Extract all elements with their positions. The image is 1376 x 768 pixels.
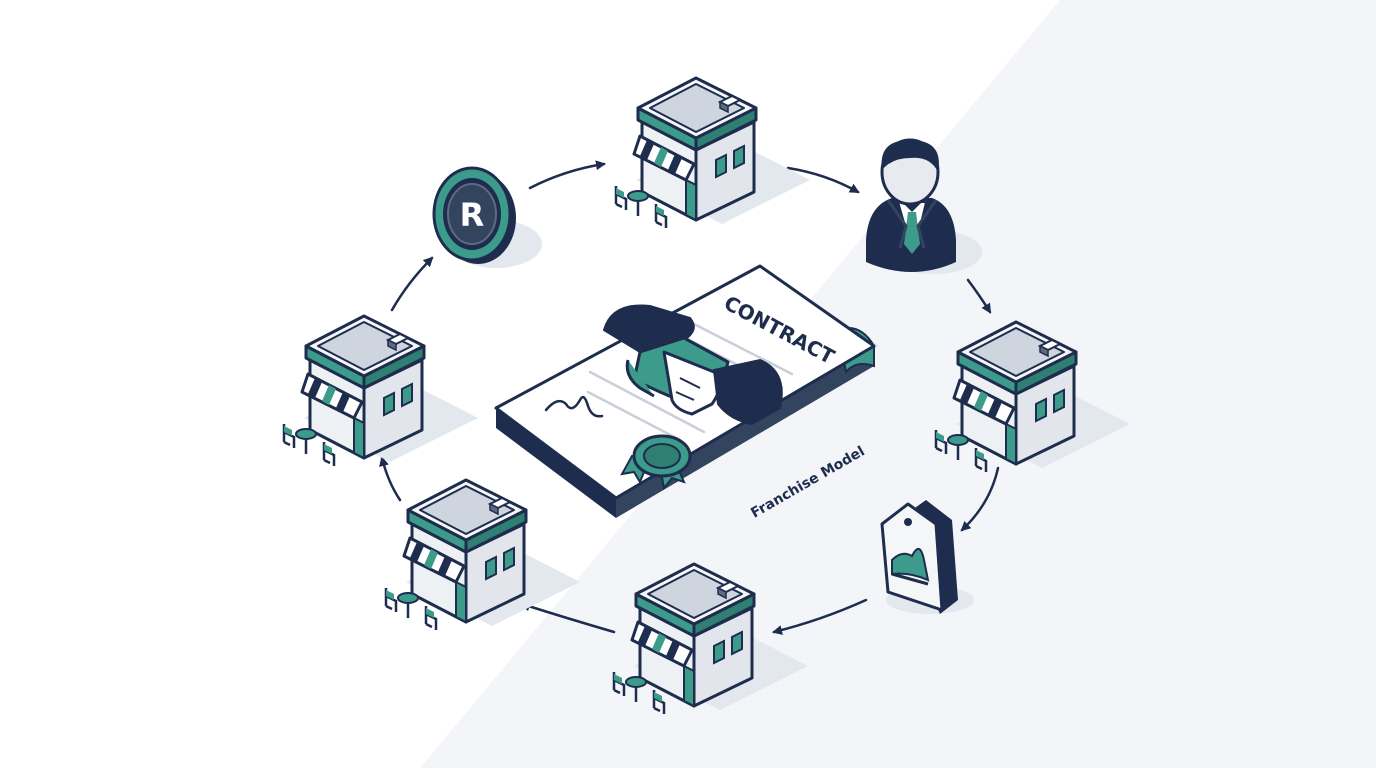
storefront-top (614, 76, 812, 230)
storefront-left (282, 314, 480, 468)
franchisee-person-icon (866, 138, 982, 274)
arrow-person-to-store (966, 278, 992, 314)
royalty-coin: R (432, 166, 542, 268)
arrow-coin-to-store (528, 160, 606, 190)
handshake-icon (602, 304, 783, 426)
arrow-store-to-person (786, 166, 860, 194)
arrow-storeleft-to-store (379, 456, 402, 502)
arrow-store-to-tag (960, 466, 1000, 532)
signature-mark (544, 395, 604, 418)
arrow-store-to-storeleft (520, 601, 616, 634)
arrow-store-to-coin (390, 256, 434, 312)
flow-arrows (379, 160, 1000, 635)
storefront-bottom-left (384, 478, 582, 632)
background-panel (420, 0, 1376, 768)
contract-document: CONTRACT Franchise Model (494, 264, 880, 522)
seal-icon (620, 434, 692, 491)
arrow-tag-to-store (772, 598, 868, 635)
brand-tag-icon (880, 500, 974, 614)
coin-letter: R (460, 196, 485, 234)
